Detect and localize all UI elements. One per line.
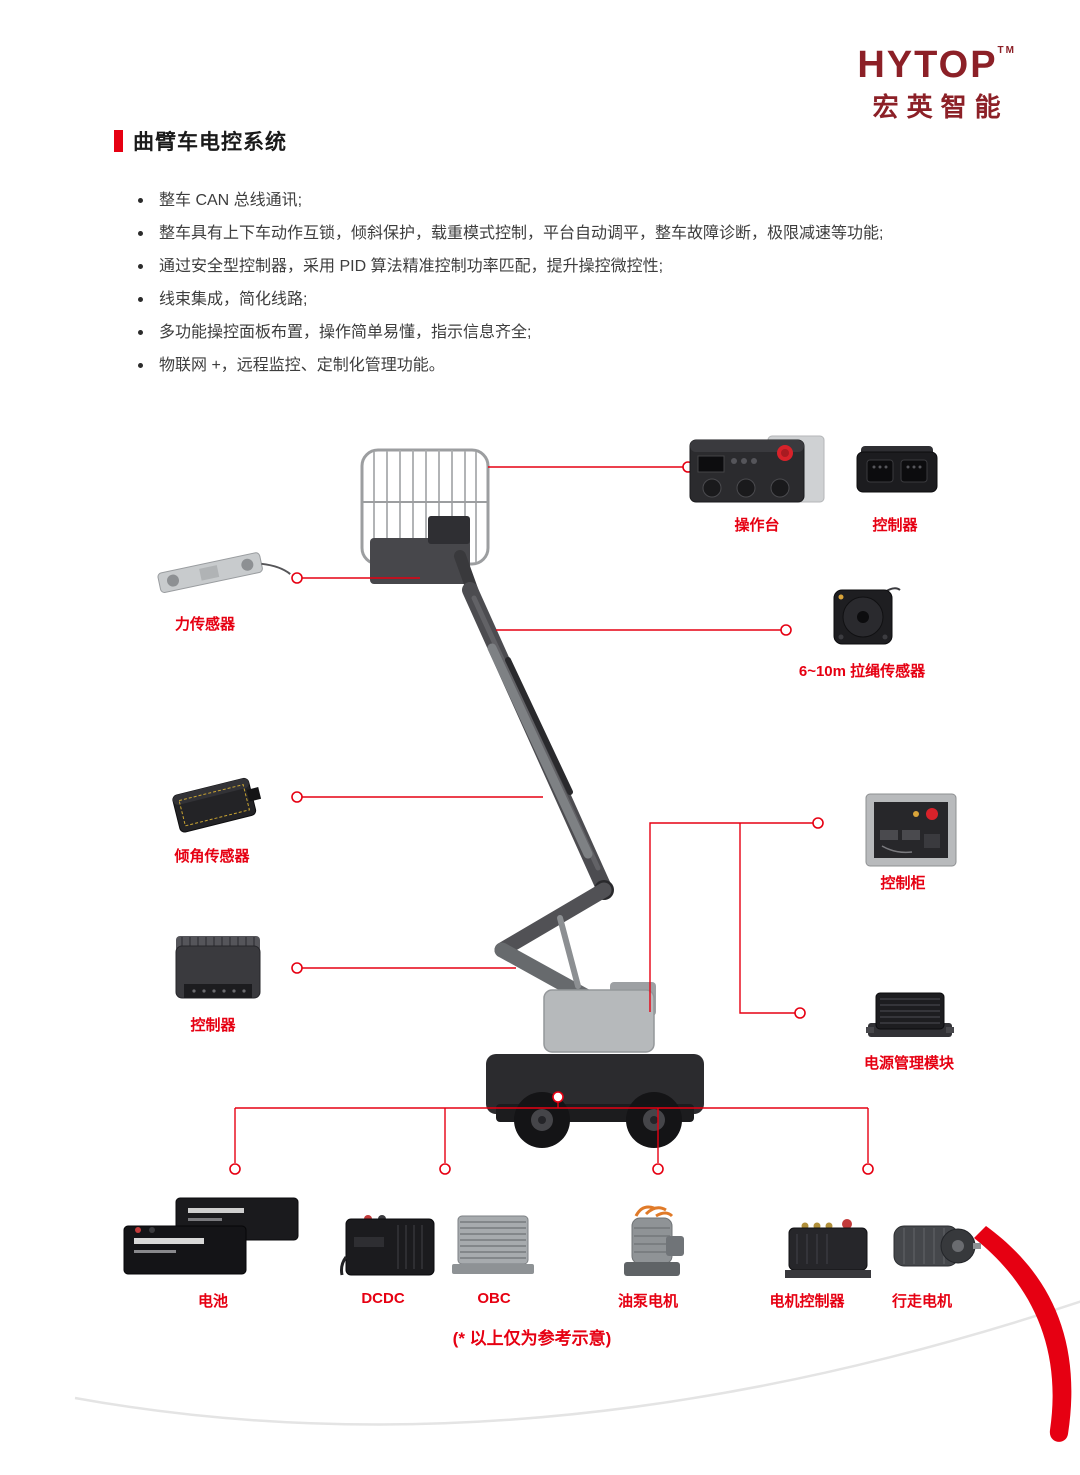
obc-image	[448, 1208, 538, 1287]
tilt-sensor-label: 倾角传感器	[174, 848, 250, 865]
bullet-dot-icon	[138, 297, 143, 302]
controller-left-label: 控制器	[190, 1017, 236, 1034]
battery-label: 电池	[197, 1293, 229, 1310]
motor-controller-image	[783, 1212, 873, 1287]
travel-motor-image	[886, 1212, 982, 1283]
bullet-dot-icon	[138, 231, 143, 236]
callout-endpoints	[229, 461, 874, 1175]
title-accent-bar	[114, 130, 123, 152]
controller-top-image	[853, 438, 941, 509]
travel-motor-label: 行走电机	[891, 1293, 953, 1310]
feature-text: 通过安全型控制器，采用 PID 算法精准控制功率匹配，提升操控微控性;	[159, 258, 664, 275]
tilt-sensor-image	[165, 762, 267, 851]
feature-item: 线束集成，简化线路;	[138, 289, 1038, 310]
bullet-dot-icon	[138, 330, 143, 335]
draw-wire-sensor-image	[826, 580, 904, 659]
feature-item: 物联网 +，远程监控、定制化管理功能。	[138, 355, 1038, 376]
obc-label: OBC	[477, 1290, 511, 1307]
feature-item: 通过安全型控制器，采用 PID 算法精准控制功率匹配，提升操控微控性;	[138, 256, 1038, 277]
dcdc-image	[338, 1205, 442, 1290]
force-sensor-image	[148, 535, 293, 612]
page-title: 曲臂车电控系统	[133, 131, 287, 154]
control-cabinet-image	[860, 790, 962, 877]
bottom-gray-curve	[74, 1300, 1080, 1426]
dcdc-label: DCDC	[361, 1290, 405, 1307]
bullet-dot-icon	[138, 198, 143, 203]
feature-list: 整车 CAN 总线通讯; 整车具有上下车动作互锁，倾斜保护，载重模式控制，平台自…	[138, 190, 1038, 388]
callout-lines	[234, 466, 869, 1163]
controller-left-image	[170, 928, 266, 1017]
feature-item: 整车具有上下车动作互锁，倾斜保护，载重模式控制，平台自动调平，整车故障诊断，极限…	[138, 223, 1038, 244]
page-title-row: 曲臂车电控系统	[114, 126, 287, 156]
bullet-dot-icon	[138, 264, 143, 269]
power-module-image	[864, 983, 956, 1052]
brand-name: HYTOP	[857, 44, 998, 86]
console-label: 操作台	[734, 517, 780, 534]
control-cabinet-label: 控制柜	[880, 875, 926, 892]
feature-text: 线束集成，简化线路;	[159, 291, 308, 308]
brand-logo-text: HYTOPTM	[857, 44, 1016, 86]
feature-text: 整车 CAN 总线通讯;	[159, 192, 303, 209]
feature-item: 多功能操控面板布置，操作简单易懂，指示信息齐全;	[138, 322, 1038, 343]
console-image	[688, 430, 828, 520]
feature-text: 物联网 +，远程监控、定制化管理功能。	[159, 357, 445, 374]
controller-top-label: 控制器	[872, 517, 918, 534]
machine-illustration	[360, 448, 704, 1148]
red-swoosh	[974, 1226, 1072, 1442]
brand-tm: TM	[997, 45, 1016, 56]
brand-logo: HYTOPTM 宏英智能	[857, 46, 1016, 124]
feature-text: 整车具有上下车动作互锁，倾斜保护，载重模式控制，平台自动调平，整车故障诊断，极限…	[159, 225, 884, 242]
bullet-dot-icon	[138, 363, 143, 368]
battery-image	[118, 1192, 308, 1287]
footnote: (* 以上仅为参考示意)	[452, 1329, 612, 1348]
draw-wire-sensor-label: 6~10m 拉绳传感器	[798, 663, 926, 680]
feature-item: 整车 CAN 总线通讯;	[138, 190, 1038, 211]
feature-text: 多功能操控面板布置，操作简单易懂，指示信息齐全;	[159, 324, 532, 341]
force-sensor-label: 力传感器	[174, 616, 236, 633]
pump-motor-image	[606, 1196, 698, 1293]
pump-motor-label: 油泵电机	[617, 1293, 679, 1310]
brand-cn: 宏英智能	[872, 92, 1009, 122]
motor-controller-label: 电机控制器	[769, 1293, 845, 1310]
power-module-label: 电源管理模块	[863, 1055, 955, 1072]
